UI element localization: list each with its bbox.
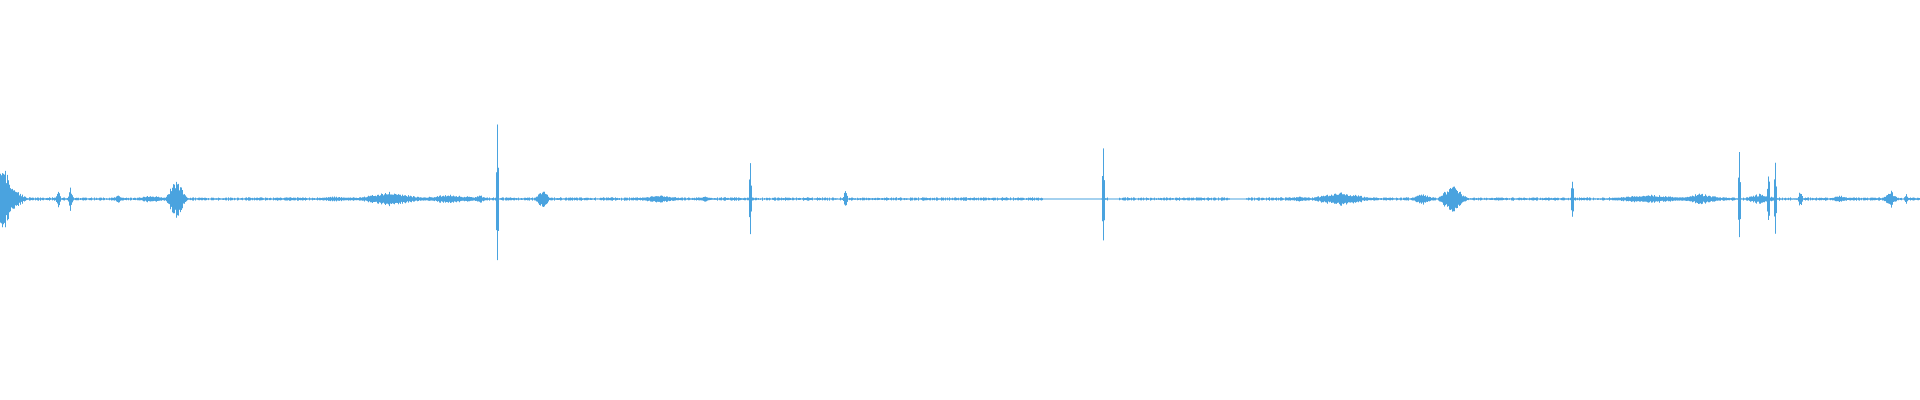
waveform-trace xyxy=(0,124,1920,261)
